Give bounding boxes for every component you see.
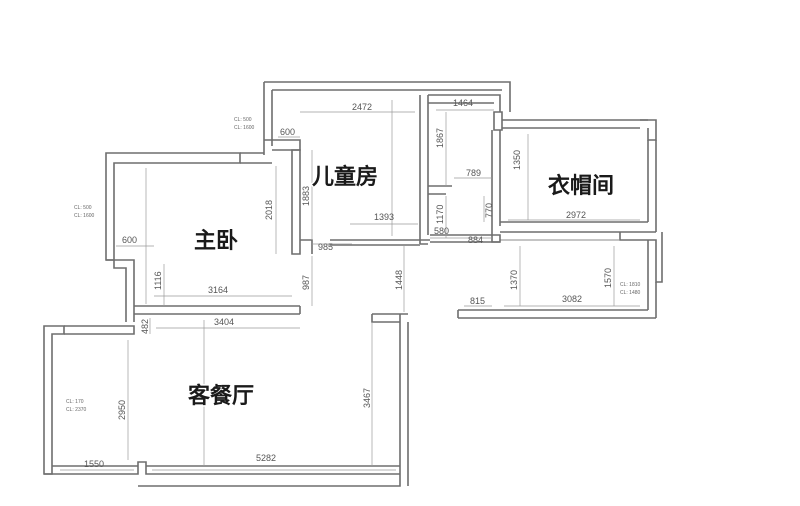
room-labels: 主卧 儿童房 衣帽间 客餐厅	[187, 163, 616, 411]
dim-1170: 1170	[435, 205, 445, 224]
room-label-living-dining: 客餐厅	[188, 383, 254, 409]
dim-1370: 1370	[509, 270, 519, 290]
ceiling-notes: CL: 500 CL: 1600 CL: 500 CL: 1600 CL: 17…	[66, 117, 641, 413]
dim-2018: 2018	[264, 200, 274, 220]
room-label-master-bedroom: 主卧	[194, 229, 238, 254]
dim-2472: 2472	[352, 102, 372, 112]
dim-985: 985	[318, 242, 333, 252]
dim-5282: 5282	[256, 453, 276, 463]
dim-1570: 1570	[603, 268, 613, 288]
dim-815: 815	[470, 296, 485, 306]
dim-600-left: 600	[122, 235, 137, 245]
dim-482: 482	[140, 319, 150, 334]
dim-1350: 1350	[512, 150, 522, 170]
dim-884: 884	[468, 235, 483, 245]
dim-2972: 2972	[566, 210, 586, 220]
dim-987: 987	[301, 275, 311, 290]
living-note-2: CL: 2370	[66, 407, 87, 413]
master-bedroom-note-2: CL: 1600	[74, 213, 95, 219]
dimension-lines	[60, 100, 640, 471]
dim-1116: 1116	[153, 271, 163, 290]
room-label-walk-in-closet: 衣帽间	[548, 173, 614, 199]
dim-3404: 3404	[214, 317, 234, 327]
closet-note-2: CL: 1480	[620, 290, 641, 296]
dimension-labels: 2472 1464 600 1867 789 1350 1883 2018 13…	[84, 98, 613, 469]
walls	[43, 81, 663, 487]
dim-3164: 3164	[208, 285, 228, 295]
master-bedroom-note-1: CL: 500	[74, 205, 92, 211]
dim-1464: 1464	[453, 98, 473, 108]
dim-3082: 3082	[562, 294, 582, 304]
dim-3467: 3467	[362, 388, 372, 408]
dim-1867: 1867	[435, 128, 445, 148]
closet-note-1: CL: 1810	[620, 282, 641, 288]
dim-789: 789	[466, 168, 481, 178]
dim-770: 770	[484, 203, 494, 218]
dim-580: 580	[434, 226, 449, 236]
dim-1550: 1550	[84, 459, 104, 469]
dim-1883: 1883	[301, 186, 311, 206]
dim-1448: 1448	[394, 270, 404, 290]
living-note-1: CL: 170	[66, 399, 84, 405]
dim-1393: 1393	[374, 212, 394, 222]
kids-room-note-1: CL: 500	[234, 117, 252, 123]
dim-600-top: 600	[280, 127, 295, 137]
room-label-kids-room: 儿童房	[311, 164, 378, 190]
kids-room-note-2: CL: 1600	[234, 125, 255, 131]
dim-2950: 2950	[117, 400, 127, 420]
